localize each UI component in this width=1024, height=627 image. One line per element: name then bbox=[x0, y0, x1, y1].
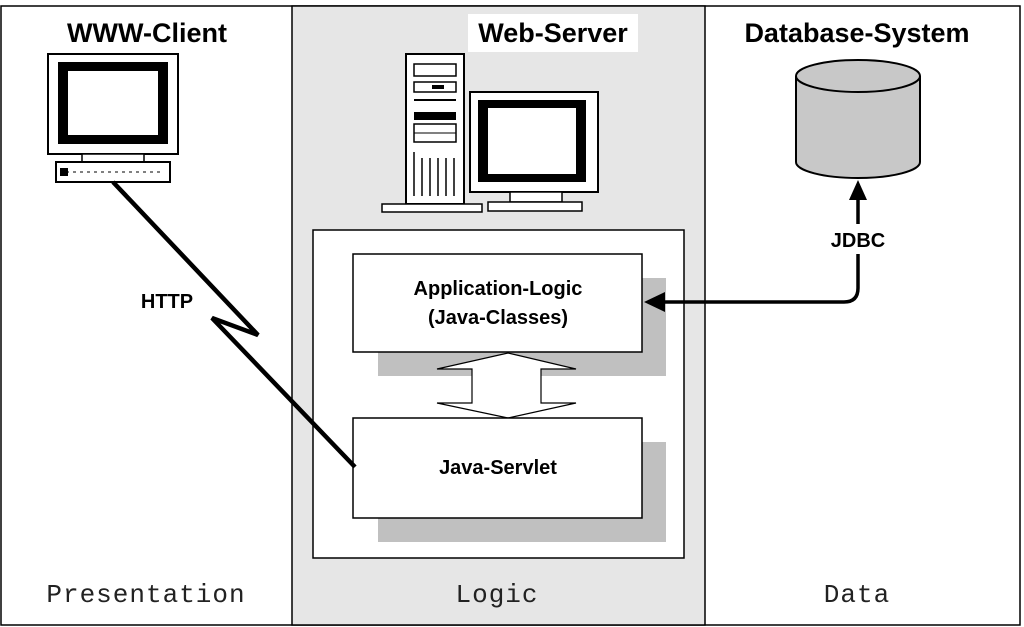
app-logic-label-line2: (Java-Classes) bbox=[428, 307, 568, 329]
server-title-backdrop bbox=[468, 14, 638, 52]
server-monitor-icon bbox=[469, 91, 599, 212]
database-column-title: Database-System bbox=[744, 18, 969, 48]
jdbc-label: JDBC bbox=[831, 230, 885, 252]
data-tier-label: Data bbox=[824, 580, 890, 610]
jdbc-label-backdrop bbox=[822, 224, 894, 254]
jdbc-arrowhead-to-app-logic bbox=[644, 292, 665, 312]
http-connection-line bbox=[111, 180, 357, 469]
server-tower-icon bbox=[381, 53, 483, 213]
servlet-box bbox=[352, 417, 643, 519]
server-column-title: Web-Server bbox=[478, 18, 628, 48]
database-cylinder-icon bbox=[795, 59, 921, 179]
servlet-label: Java-Servlet bbox=[439, 457, 557, 479]
jdbc-arrowhead-to-database bbox=[849, 180, 867, 200]
presentation-tier-label: Presentation bbox=[46, 580, 245, 610]
logic-tier-label: Logic bbox=[455, 580, 538, 610]
app-logic-label-line1: Application-Logic bbox=[414, 278, 583, 300]
app-logic-box bbox=[352, 253, 643, 353]
client-column-title: WWW-Client bbox=[67, 18, 227, 48]
http-label: HTTP bbox=[141, 291, 193, 313]
jdbc-connection-line bbox=[662, 194, 860, 304]
client-computer-icon bbox=[47, 53, 179, 183]
